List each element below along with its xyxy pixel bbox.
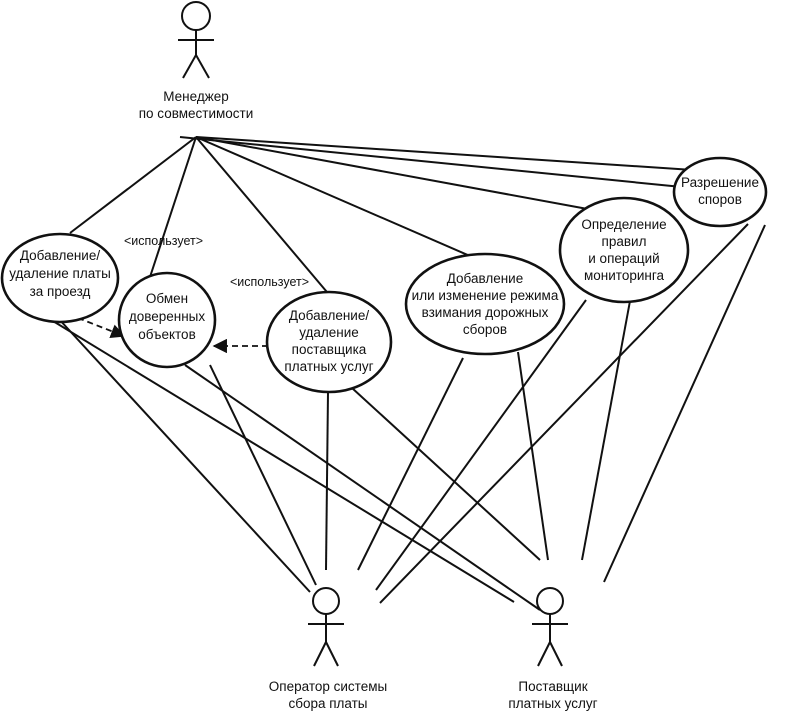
assoc-manager-add-change-mode [195,136,471,257]
stick-figure-icon [532,587,568,667]
usecase-add-remove-provider-line2: удаление [299,325,359,340]
usecase-define-rules-line1: Определение [581,217,666,232]
actor-operator-label-line2: сбора платы [288,696,367,711]
usecase-exchange-trusted[interactable]: Обмен доверенных объектов [117,271,217,369]
assoc-mode-operator [357,357,464,571]
assoc-manager-exchange-trusted [149,136,197,278]
usecase-add-remove-fee-line3: за проезд [30,284,91,299]
uses-arrow-fee-to-exchange [77,317,126,338]
assoc-manager-define-rules [195,136,594,211]
assoc-manager-resolve-disputes-a [195,136,694,171]
actor-provider-label-line1: Поставщик [518,679,587,694]
assoc-exchange-provider [184,364,541,611]
usecase-add-remove-fee-line1: Добавление/ [20,248,100,263]
assoc-fee-operator [57,317,311,593]
assoc-manager-add-remove-fee [69,136,197,234]
usecase-add-remove-fee[interactable]: Добавление/ удаление платы за проезд [0,232,120,324]
usecase-add-remove-provider-line4: платных услуг [284,359,373,374]
assoc-rules-provider [581,300,631,561]
actor-provider[interactable]: Поставщик платных услуг [508,587,598,711]
usecase-resolve-disputes-line2: споров [698,192,742,207]
stick-figure-icon [308,587,344,667]
usecase-add-remove-provider-line1: Добавление/ [289,308,369,323]
actor-manager-label-line2: по совместимости [139,106,254,121]
usecase-exchange-trusted-line3: объектов [138,327,196,342]
assoc-provider-provider [351,387,541,561]
usecase-add-remove-fee-line2: удаление платы [9,266,111,281]
assoc-disputes-provider [603,224,766,583]
usecase-exchange-trusted-line2: доверенных [129,309,206,324]
usecase-exchange-trusted-line1: Обмен [146,291,188,306]
usecase-add-change-mode-line4: сборов [463,322,507,337]
usecase-define-rules-line4: мониторинга [584,268,664,283]
usecase-resolve-disputes[interactable]: Разрешение споров [672,156,768,228]
actor-manager[interactable]: Менеджер по совместимости [139,1,254,121]
assoc-fee-provider [47,317,515,603]
usecase-add-remove-provider[interactable]: Добавление/ удаление поставщика платных … [265,290,393,394]
usecase-define-rules[interactable]: Определение правил и операций мониторинг… [558,196,690,304]
dependencies [77,317,268,354]
assoc-provider-operator [325,391,329,571]
usecase-define-rules-line3: и операций [588,251,659,266]
actor-operator[interactable]: Оператор системы сбора платы [269,587,387,711]
assoc-exchange-operator [209,364,317,586]
usecase-add-change-mode-line3: взимания дорожных [422,305,549,320]
usecase-add-change-mode[interactable]: Добавление или изменение режима взимания… [404,252,566,356]
usecase-define-rules-line2: правил [602,234,647,249]
actor-provider-label-line2: платных услуг [508,696,597,711]
associations [47,136,766,611]
assoc-rules-operator [375,299,587,591]
assoc-manager-add-remove-provider [195,136,333,299]
usecase-add-remove-provider-line3: поставщика [292,342,367,357]
assoc-disputes-operator [379,223,749,604]
assoc-mode-provider [517,351,549,561]
usecase-add-change-mode-line2: или изменение режима [412,288,559,303]
actor-manager-label-line1: Менеджер [163,89,229,104]
stereotype-uses-2: <использует> [230,275,309,289]
usecase-resolve-disputes-line1: Разрешение [681,175,759,190]
actor-operator-label-line1: Оператор системы [269,679,387,694]
stick-figure-icon [178,1,214,79]
assoc-manager-resolve-disputes-b [179,136,683,188]
stereotype-uses-1: <использует> [124,234,203,248]
use-cases: Добавление/ удаление платы за проезд Обм… [0,156,768,394]
usecase-add-change-mode-line1: Добавление [447,271,524,286]
